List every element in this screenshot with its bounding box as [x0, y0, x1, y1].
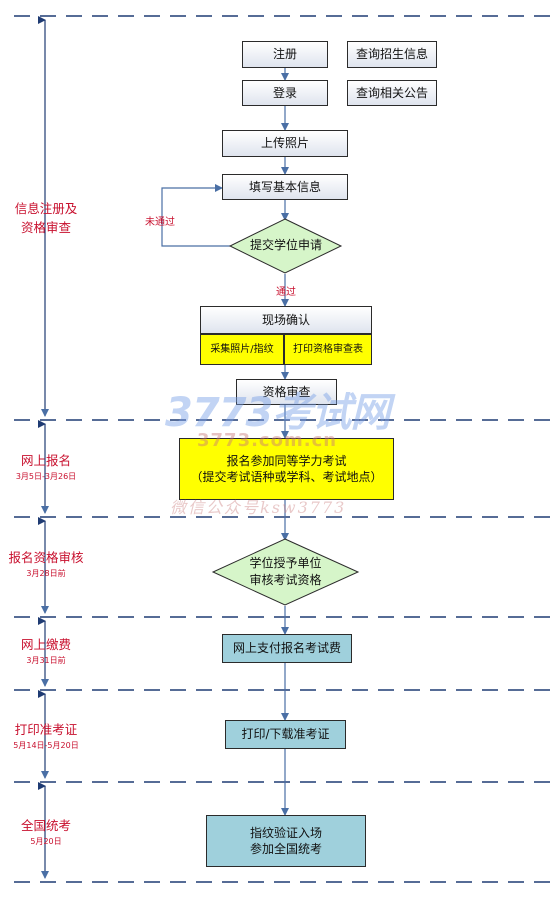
stage-title: 网上报名 [20, 453, 71, 468]
stage-date: 5月14日-5月20日 [13, 740, 79, 750]
final-exam-box: 指纹验证入场 参加全国统考 [206, 815, 366, 867]
unit-review-label: 学位授予单位 审核考试资格 [228, 552, 343, 592]
signup-line1: 报名参加同等学力考试 [226, 453, 347, 468]
stage-date: 3月28日前 [26, 568, 66, 578]
fill-info-box: 填写基本信息 [222, 174, 348, 200]
stage-signup-review: 报名资格审核 3月28日前 [0, 549, 92, 581]
onsite-confirm-box: 现场确认 [200, 306, 372, 334]
query-notice-box: 查询相关公告 [347, 80, 437, 106]
final-line2: 参加全国统考 [249, 842, 322, 856]
submit-degree-diamond [228, 218, 343, 274]
connector-fail-loop [161, 184, 230, 247]
submit-degree-label: 提交学位申请 [249, 238, 322, 253]
flow-connectors [161, 68, 289, 816]
stage-national-exam: 全国统考 5月20日 [0, 817, 92, 849]
stage-title: 网上缴费 [20, 637, 71, 652]
upload-photo-box: 上传照片 [222, 130, 348, 157]
stage-date: 3月5日-3月26日 [15, 471, 77, 481]
fail-label: 未通过 [145, 217, 175, 228]
print-form-box: 打印资格审查表 [284, 334, 372, 365]
signup-line2: （提交考试语种或学科、考试地点） [190, 470, 383, 484]
register-box: 注册 [242, 41, 328, 68]
collect-photo-box: 采集照片/指纹 [200, 334, 284, 365]
qualification-review-box: 资格审查 [236, 379, 337, 405]
pay-fee-box: 网上支付报名考试费 [222, 634, 352, 663]
stage-online-payment: 网上缴费 3月31日前 [0, 636, 92, 668]
unit-review-line1: 学位授予单位 [249, 555, 322, 570]
stage-title: 打印准考证 [14, 722, 78, 737]
stage-info-register: 信息注册及 资格审查 [0, 200, 92, 238]
login-box: 登录 [242, 80, 328, 106]
unit-review-diamond [211, 538, 360, 606]
stage-title: 信息注册及 资格审查 [14, 201, 78, 235]
stage-title: 全国统考 [20, 818, 71, 833]
stage-online-signup: 网上报名 3月5日-3月26日 [0, 452, 92, 484]
stage-print-ticket: 打印准考证 5月14日-5月20日 [0, 721, 92, 753]
signup-box: 报名参加同等学力考试 （提交考试语种或学科、考试地点） [179, 438, 394, 500]
print-ticket-box: 打印/下载准考证 [225, 720, 346, 749]
unit-review-line2: 审核考试资格 [249, 573, 322, 587]
stage-title: 报名资格审核 [8, 550, 84, 565]
query-admission-box: 查询招生信息 [347, 41, 437, 68]
pass-label: 通过 [276, 287, 296, 298]
final-line1: 指纹验证入场 [249, 825, 322, 840]
stage-date: 3月31日前 [26, 655, 66, 665]
stage-date: 5月20日 [30, 836, 62, 846]
